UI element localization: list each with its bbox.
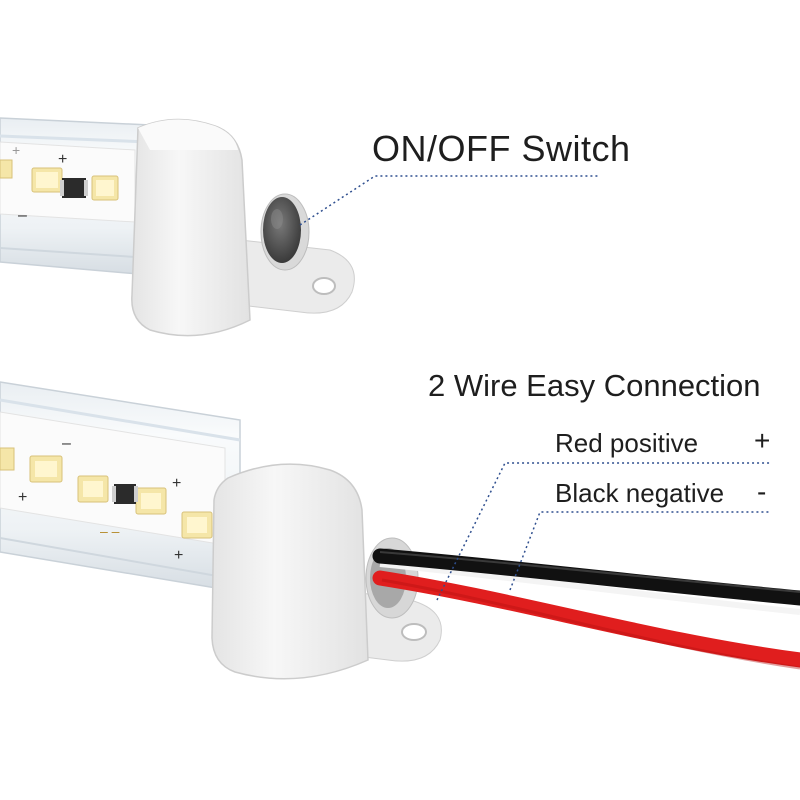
black-wire-label: Black negative (555, 478, 725, 508)
bottom-led-bar: – + + + – – (0, 381, 241, 593)
leader-lines (299, 175, 770, 601)
svg-text:– –: – – (100, 523, 120, 539)
switch-leader-line (299, 175, 598, 226)
wire-pair (372, 548, 800, 670)
svg-text:–: – (62, 435, 71, 452)
smd-led-icon (181, 511, 213, 539)
svg-text:+: + (18, 489, 27, 506)
wiring-callout-title: 2 Wire Easy Connection (428, 368, 761, 403)
svg-text:+: + (174, 547, 183, 564)
resistor-icon (60, 178, 88, 198)
smd-led-icon (29, 455, 63, 483)
svg-text:+: + (172, 475, 181, 492)
top-led-bar: + – + (0, 117, 151, 276)
resistor-icon (112, 484, 138, 504)
smd-led-icon (31, 167, 63, 193)
black-leader-line (509, 511, 770, 591)
smd-led-icon (77, 475, 109, 503)
bottom-end-cap (211, 463, 442, 680)
red-wire-label: Red positive (555, 428, 699, 458)
switch-callout-label: ON/OFF Switch (372, 128, 631, 169)
smd-led-icon (91, 175, 119, 201)
top-end-cap (131, 118, 355, 337)
svg-text:+: + (12, 142, 20, 158)
red-wire-sign: + (754, 425, 771, 456)
black-wire-sign: - (757, 476, 767, 507)
push-button-icon (260, 193, 310, 271)
svg-text:–: – (18, 207, 27, 224)
svg-text:+: + (58, 151, 67, 168)
smd-led-icon (135, 487, 167, 515)
red-leader-line (436, 462, 770, 601)
